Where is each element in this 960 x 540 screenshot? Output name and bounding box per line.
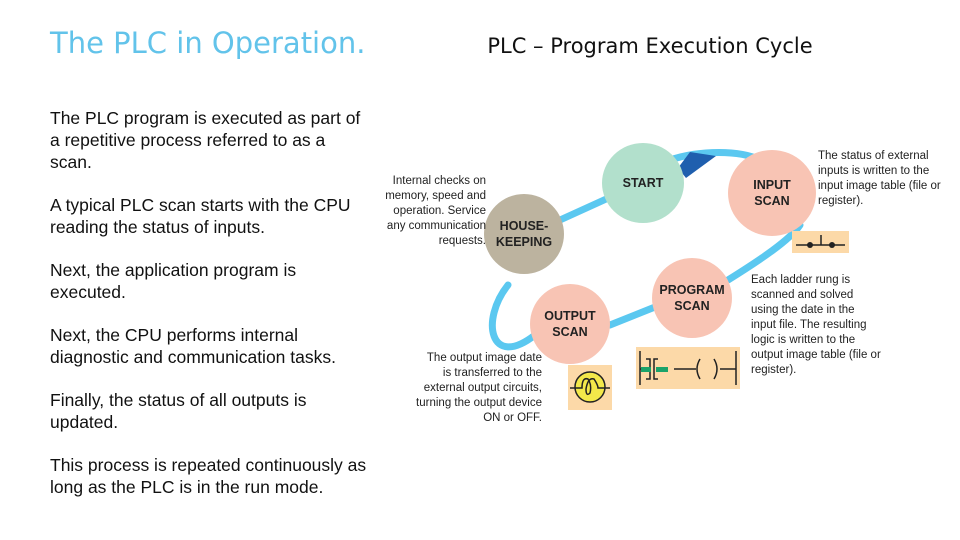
pushbutton-icon — [792, 231, 849, 253]
paragraph: Next, the application program is execute… — [50, 260, 297, 302]
lamp-icon — [568, 365, 612, 410]
note-input-scan: The status of external inputs is written… — [818, 150, 941, 207]
slide-title: The PLC in Operation. — [50, 26, 366, 60]
node-housekeeping: HOUSE- KEEPING — [484, 194, 564, 274]
ladder-rung-icon — [636, 347, 740, 389]
paragraph: A typical PLC scan starts with the CPU r… — [50, 195, 351, 237]
node-output-scan: OUTPUT SCAN — [530, 284, 610, 364]
loop-path — [488, 149, 804, 351]
arrow-icon — [678, 152, 716, 178]
note-housekeeping: Internal checks on memory, speed and ope… — [385, 175, 486, 247]
paragraph: This process is repeated continuously as… — [50, 455, 367, 497]
diagram-title: PLC – Program Execution Cycle — [487, 34, 813, 58]
note-output-scan: The output image date is transferred to … — [416, 352, 542, 424]
body-text: The PLC program is executed as part of a… — [50, 107, 370, 519]
note-program-scan: Each ladder rung is scanned and solved u… — [751, 274, 881, 376]
node-program-scan: PROGRAM SCAN — [652, 258, 732, 338]
node-input-scan: INPUT SCAN — [728, 150, 816, 236]
node-start: START — [602, 143, 684, 223]
paragraph: The PLC program is executed as part of a… — [50, 108, 361, 172]
paragraph: Finally, the status of all outputs is up… — [50, 390, 307, 432]
paragraph: Next, the CPU performs internal diagnost… — [50, 325, 336, 367]
